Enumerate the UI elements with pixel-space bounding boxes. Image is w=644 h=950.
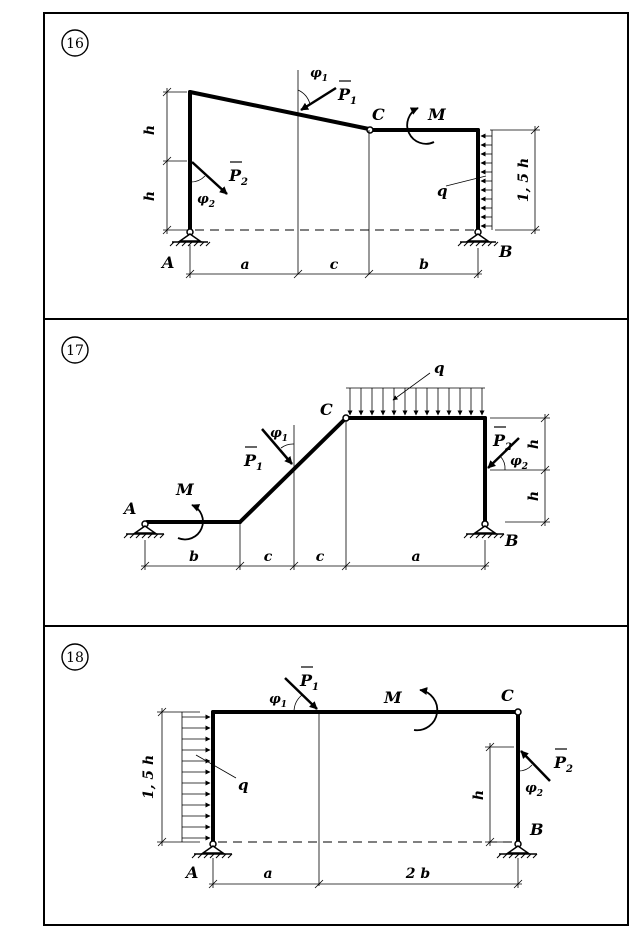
dim-a: a <box>263 866 272 882</box>
label-phi2: φ2 <box>510 454 528 472</box>
support-a <box>191 840 233 859</box>
angle-phi1-arc <box>297 89 311 105</box>
label-phi1: φ1 <box>269 692 287 710</box>
label-phi2: φ2 <box>197 192 215 210</box>
panel-number: 17 <box>66 343 84 359</box>
label-m: M <box>383 688 403 707</box>
label-q: q <box>437 182 448 200</box>
force-p1-arrow <box>261 428 293 465</box>
label-b: B <box>504 531 519 550</box>
force-p2-arrow <box>487 437 520 469</box>
support-a <box>123 520 165 539</box>
dim-h-top: h <box>142 125 158 135</box>
support-b <box>457 228 499 247</box>
force-p1-arrow <box>284 677 318 710</box>
dim-b: b <box>419 257 429 273</box>
label-c: C <box>372 105 385 124</box>
force-p2-arrow <box>191 161 228 195</box>
panel-17: 17 <box>61 336 550 571</box>
moment-m-arrow <box>177 504 204 541</box>
dim-b: b <box>189 549 199 565</box>
angle-phi2-arc <box>517 764 533 772</box>
dim-1-5h: 1, 5 h <box>141 755 157 799</box>
bottom-dimension <box>140 561 490 571</box>
label-phi1: φ1 <box>310 66 328 84</box>
dim-h: h <box>471 790 487 800</box>
frame-structure <box>211 710 520 844</box>
hinge-c <box>366 126 374 134</box>
force-p1-arrow <box>300 86 337 112</box>
force-p2-arrow <box>520 750 551 782</box>
dim-1-5h: 1, 5 h <box>516 158 532 202</box>
label-p1: P1 <box>337 85 357 107</box>
angle-phi1-arc <box>280 443 295 449</box>
label-p2: P2 <box>228 166 248 188</box>
bottom-dimension <box>208 879 523 889</box>
label-m: M <box>427 105 447 124</box>
dim-c2: c <box>316 549 325 565</box>
distributed-load-q <box>346 372 485 416</box>
support-b <box>496 840 538 859</box>
panel-number: 16 <box>66 36 84 52</box>
label-p1: P1 <box>299 671 319 693</box>
panel-number-circle <box>61 29 89 57</box>
label-p2: P2 <box>553 753 573 775</box>
distributed-load-q <box>445 130 493 230</box>
distributed-load-q <box>181 712 237 842</box>
panel-16: 16 <box>61 29 540 279</box>
label-c: C <box>501 686 514 705</box>
label-p1: P1 <box>243 451 263 473</box>
dim-2b: 2 b <box>405 866 431 882</box>
label-b: B <box>529 820 544 839</box>
label-phi2: φ2 <box>525 781 543 799</box>
right-height-dimension <box>490 413 550 527</box>
moment-m-arrow <box>413 687 439 732</box>
label-p2: P2 <box>492 431 512 453</box>
label-a: A <box>122 499 136 518</box>
label-c: C <box>320 400 333 419</box>
dim-h-bottom: h <box>142 191 158 201</box>
dim-c: c <box>330 257 339 273</box>
sheet-frame <box>43 12 629 926</box>
support-b <box>463 520 505 539</box>
panel-number: 18 <box>66 650 84 666</box>
panel-number-circle <box>61 643 89 671</box>
angle-phi2-arc <box>499 455 506 471</box>
right-height-dimension <box>490 125 540 235</box>
right-height-dimension <box>485 742 514 847</box>
hinge-c <box>514 708 522 716</box>
moment-m-arrow <box>406 107 435 145</box>
angle-phi2-arc <box>189 175 206 183</box>
angle-phi1-arc <box>293 694 303 713</box>
left-height-dimension <box>162 87 187 235</box>
left-height-dimension <box>157 707 200 847</box>
label-phi1: φ1 <box>270 426 288 444</box>
frame-structure <box>145 416 487 524</box>
label-a: A <box>184 863 198 882</box>
dim-c1: c <box>264 549 273 565</box>
frame-structure <box>188 90 480 232</box>
label-a: A <box>160 253 174 272</box>
panel-18: 18 a 2 b <box>61 643 573 889</box>
label-m: M <box>175 480 195 499</box>
dim-h-bottom: h <box>526 491 542 501</box>
dim-a: a <box>240 257 249 273</box>
dim-a: a <box>411 549 420 565</box>
label-q: q <box>238 776 249 794</box>
label-q: q <box>434 359 445 377</box>
label-b: B <box>498 242 513 261</box>
support-a <box>169 228 211 247</box>
dim-h-top: h <box>526 439 542 449</box>
panel-number-circle <box>61 336 89 364</box>
bottom-dimension <box>185 245 483 279</box>
